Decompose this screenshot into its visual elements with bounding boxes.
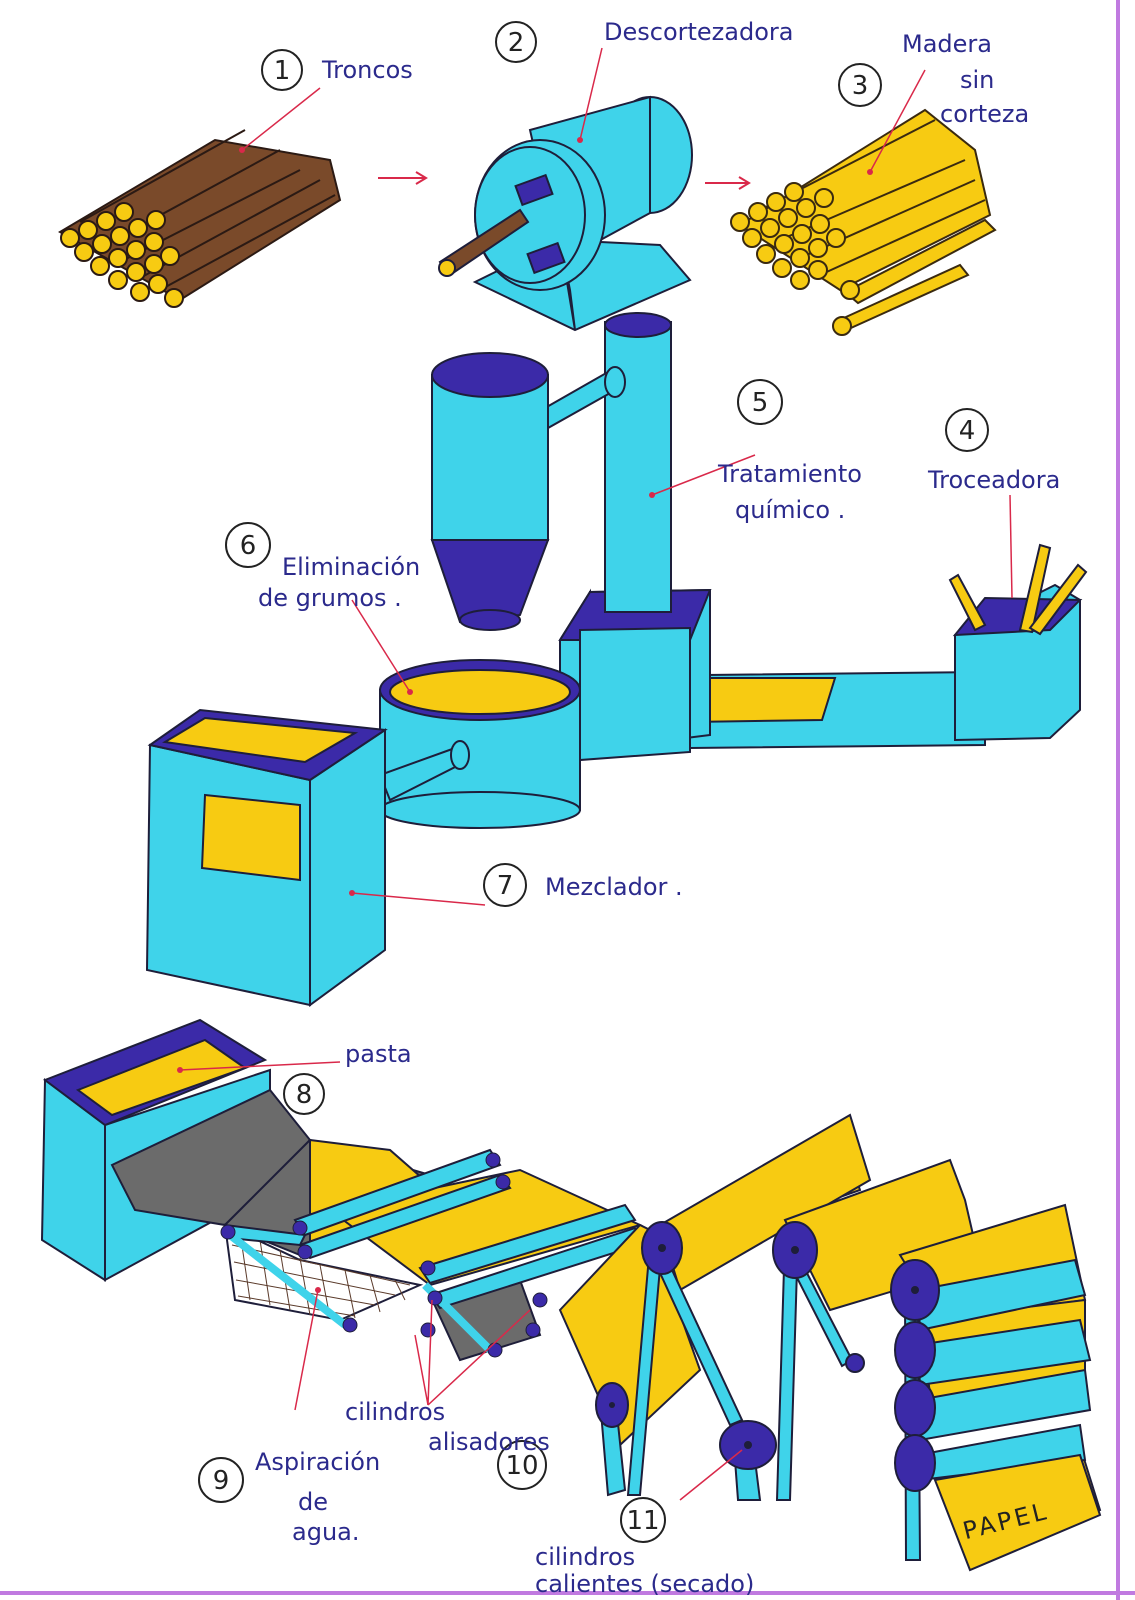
label-cilindros-alisadores-2: alisadores (428, 1428, 550, 1456)
flow-arrow (705, 177, 749, 189)
label-eliminacion: Eliminación (282, 553, 420, 581)
step-number-6: 6 (226, 523, 270, 567)
mixer-machine (147, 710, 385, 1005)
delumping-tank (380, 660, 580, 828)
svg-text:9: 9 (213, 1466, 230, 1496)
hopper (432, 353, 548, 630)
svg-text:8: 8 (296, 1080, 313, 1110)
debarker-machine (439, 97, 692, 330)
step-number-7: 7 (484, 864, 526, 906)
label-pasta: pasta (345, 1040, 412, 1068)
step-number-11: 11 (621, 1498, 665, 1542)
chipper-machine (950, 545, 1086, 740)
pointer-line (242, 88, 320, 150)
drying-section (560, 1115, 1100, 1570)
step-number-8: 8 (284, 1074, 324, 1114)
label-descortezadora: Descortezadora (604, 18, 793, 46)
pointer-line (1010, 495, 1012, 598)
label-troceadora: Troceadora (927, 466, 1060, 494)
label-madera: Madera (902, 30, 992, 58)
step-number-1: 1 (262, 50, 302, 90)
pointer-line (352, 600, 410, 692)
label-tratamiento: Tratamiento (717, 460, 862, 488)
flow-arrow (378, 172, 426, 184)
debarked-wood-illustration (731, 110, 995, 335)
svg-text:5: 5 (752, 388, 769, 418)
svg-text:11: 11 (626, 1506, 659, 1536)
step-number-4: 4 (946, 409, 988, 451)
step-number-2: 2 (496, 22, 536, 62)
label-mezclador: Mezclador . (545, 873, 683, 901)
label-agua: agua. (292, 1518, 360, 1546)
logs-illustration (60, 130, 340, 307)
label-cilindros-calientes-1: cilindros (535, 1543, 635, 1571)
step-number-5: 5 (738, 380, 782, 424)
svg-text:7: 7 (497, 871, 514, 901)
label-aspiracion: Aspiración (255, 1448, 380, 1476)
label-quimico: químico . (735, 496, 845, 524)
label-sin: sin (960, 66, 994, 94)
svg-text:6: 6 (240, 531, 257, 561)
step-number-9: 9 (199, 1458, 243, 1502)
label-corteza: corteza (940, 100, 1029, 128)
svg-text:2: 2 (508, 28, 525, 58)
label-de-grumos: de grumos . (258, 584, 402, 612)
label-troncos: Troncos (321, 56, 413, 84)
svg-text:1: 1 (274, 56, 291, 86)
svg-text:4: 4 (959, 416, 976, 446)
svg-text:3: 3 (852, 71, 869, 101)
label-de: de (298, 1488, 328, 1516)
pointer-line (680, 1450, 742, 1500)
label-cilindros-calientes-2: calientes (secado) (535, 1570, 754, 1598)
step-number-3: 3 (839, 64, 881, 106)
label-cilindros-alisadores-1: cilindros (345, 1398, 445, 1426)
